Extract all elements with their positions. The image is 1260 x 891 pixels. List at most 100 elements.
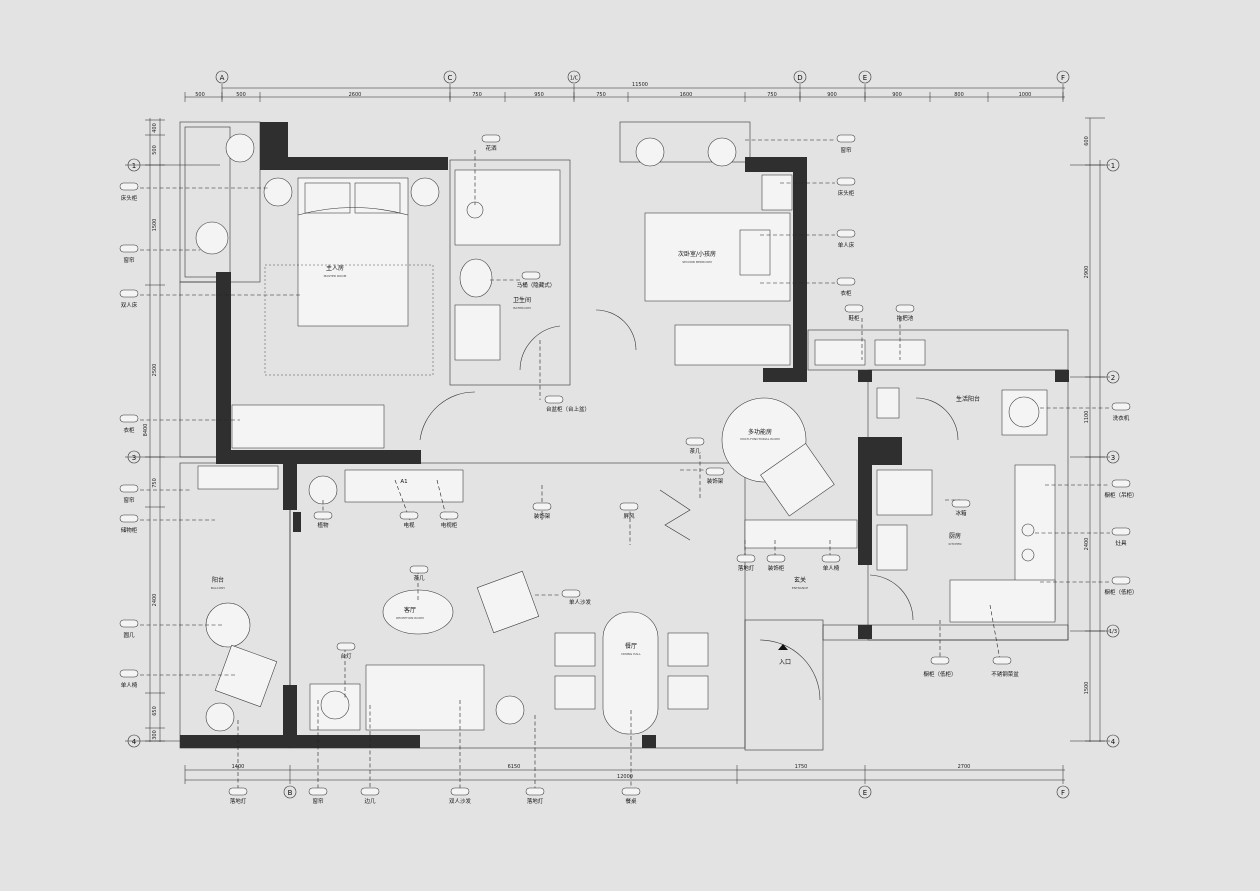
label-decor-cabinet: 装饰柜 — [768, 564, 785, 572]
top-dimensions: 500 500 2600 750 950 750 1600 750 900 90… — [184, 82, 1065, 102]
label-fridge: 冰箱 — [955, 509, 967, 517]
dim-top-total: 11500 — [632, 82, 648, 88]
grid-bottom-F: F — [1061, 789, 1065, 797]
label-right-2: 床头柜 — [838, 189, 855, 197]
dim-top-12: 1000 — [1019, 92, 1032, 98]
label-right-6: 橱柜（吊柜） — [1104, 491, 1137, 499]
room-second: 次卧室/小孩房 — [678, 250, 716, 258]
right-callouts: 窗帘 床头柜 单人床 衣柜 洗衣机 橱柜（吊柜） 灶具 橱柜（低柜） — [745, 134, 1138, 596]
tv-cabinet — [344, 469, 464, 503]
label-left-7: 圆几 — [123, 632, 135, 639]
dim-right-4: 2400 — [1084, 538, 1090, 551]
label-steel-sink: 不锈钢菜盆 — [991, 670, 1019, 678]
room-names: 主人房 MASTER ROOM 卫生间 BATHROOM 次卧室/小孩房 SEC… — [211, 250, 980, 666]
dim-top-6: 750 — [596, 92, 606, 98]
dim-right-5: 1500 — [1084, 682, 1090, 695]
right-dimensions: 600 2900 1100 2400 1500 1 2 3 1/3 4 — [1070, 117, 1120, 748]
room-foyer-en: ENTRANCE — [792, 586, 808, 590]
room-foyer: 玄关 — [794, 576, 806, 584]
double-sofa — [365, 664, 485, 731]
dim-left-6: 2400 — [152, 594, 158, 607]
room-balcony-en: BALCONY — [211, 586, 225, 590]
label-left-6: 储物柜 — [121, 526, 138, 534]
label-single-sofa: 单人沙发 — [569, 598, 592, 606]
room-bath: 卫生间 — [513, 296, 531, 304]
single-sofa — [476, 570, 540, 634]
dim-left-5: 750 — [152, 478, 158, 488]
dim-top-7: 1600 — [680, 92, 693, 98]
inner-callouts: 花洒 马桶（隐藏式） 台盆柜（台上盆） 茶几 装饰架 屏风 装饰架 植物 电视 … — [313, 134, 1019, 700]
grid-top-E: E — [863, 74, 867, 82]
label-basin: 台盆柜（台上盆） — [546, 405, 590, 413]
label-right-7: 灶具 — [1115, 539, 1127, 547]
dim-top-10: 900 — [892, 92, 902, 98]
label-shelf-2: 装饰架 — [534, 512, 551, 520]
label-left-8: 单人椅 — [121, 681, 138, 689]
label-floor-lamp-foyer: 落地灯 — [738, 564, 755, 572]
room-living: 客厅 — [404, 606, 416, 614]
room-master: 主人房 — [326, 264, 344, 272]
grid-top-A: A — [220, 74, 225, 82]
label-shoe-cabinet: 鞋柜 — [848, 314, 860, 322]
label-left-4: 衣柜 — [123, 426, 135, 434]
dim-top-9: 900 — [827, 92, 837, 98]
dim-left-1: 400 — [152, 123, 158, 133]
top-grid-axes: A C 1/C D E F — [215, 70, 1070, 100]
label-desk-lamp: 台灯 — [340, 652, 352, 660]
balcony-chair — [214, 644, 278, 708]
grid-left-3: 3 — [132, 454, 136, 462]
dim-top-8: 750 — [767, 92, 777, 98]
grid-bottom-B: B — [288, 789, 293, 797]
left-callouts: 床头柜 窗帘 双人床 衣柜 窗帘 储物柜 圆几 单人椅 — [119, 182, 300, 689]
room-service-balcony: 生活阳台 — [956, 395, 980, 403]
room-dining: 餐厅 — [625, 642, 637, 650]
dim-left-8: 300 — [152, 730, 158, 740]
room-second-en: SECOND BEDROOM — [682, 260, 712, 264]
fridge — [876, 469, 933, 516]
grid-top-D: D — [797, 74, 802, 82]
grid-right-1: 1 — [1111, 162, 1115, 170]
dim-right-1: 600 — [1084, 136, 1090, 146]
solid-walls — [180, 122, 1069, 748]
label-left-1: 床头柜 — [121, 194, 138, 202]
grid-left-1: 1 — [132, 162, 136, 170]
grid-top-1C: 1/C — [570, 76, 579, 82]
grid-top-F: F — [1061, 74, 1065, 82]
dim-right-2: 2900 — [1084, 266, 1090, 279]
label-mop-sink: 拖把池 — [897, 314, 914, 322]
room-multi-en: MULTI-FUNCTIONAL ROOM — [740, 437, 780, 441]
label-bottom-4: 双人沙发 — [449, 797, 472, 805]
label-bottom-6: 餐桌 — [625, 797, 637, 805]
label-a1: A1 — [400, 479, 407, 485]
label-toilet: 马桶（隐藏式） — [517, 281, 556, 289]
dim-top-2: 500 — [236, 92, 246, 98]
label-right-3: 单人床 — [838, 241, 855, 249]
dim-bottom-2: 6150 — [508, 764, 521, 770]
room-bath-en: BATHROOM — [513, 306, 531, 310]
left-dimensions: 400 500 1500 2500 750 2400 650 300 8400 … — [125, 118, 220, 748]
dim-left-total: 8400 — [143, 424, 149, 437]
label-left-5: 窗帘 — [123, 496, 135, 504]
dim-left-3: 1500 — [152, 219, 158, 232]
label-right-4: 衣柜 — [840, 289, 852, 297]
dim-bottom-4: 2700 — [958, 764, 971, 770]
bottom-dimensions: 1400 6150 1750 2700 12000 B E F — [184, 764, 1070, 799]
room-dining-en: DINING HALL — [621, 652, 641, 656]
furniture — [195, 133, 1056, 735]
label-shower: 花洒 — [485, 144, 497, 152]
label-right-1: 窗帘 — [840, 146, 852, 154]
label-low-cabinet: 橱柜（低柜） — [923, 670, 956, 678]
dim-top-3: 2600 — [349, 92, 362, 98]
dim-bottom-total: 12000 — [617, 774, 633, 780]
label-right-8: 橱柜（低柜） — [1104, 588, 1137, 596]
grid-left-4: 4 — [132, 738, 137, 746]
label-bottom-5: 落地灯 — [527, 797, 544, 805]
room-master-en: MASTER ROOM — [324, 274, 347, 278]
dim-top-11: 800 — [954, 92, 964, 98]
label-tea-table-2: 茶几 — [413, 574, 425, 582]
dim-right-3: 1100 — [1084, 411, 1090, 424]
dim-top-5: 950 — [534, 92, 544, 98]
second-wardrobe — [674, 324, 791, 366]
label-left-3: 双人床 — [121, 301, 138, 309]
room-balcony: 阳台 — [212, 576, 224, 584]
